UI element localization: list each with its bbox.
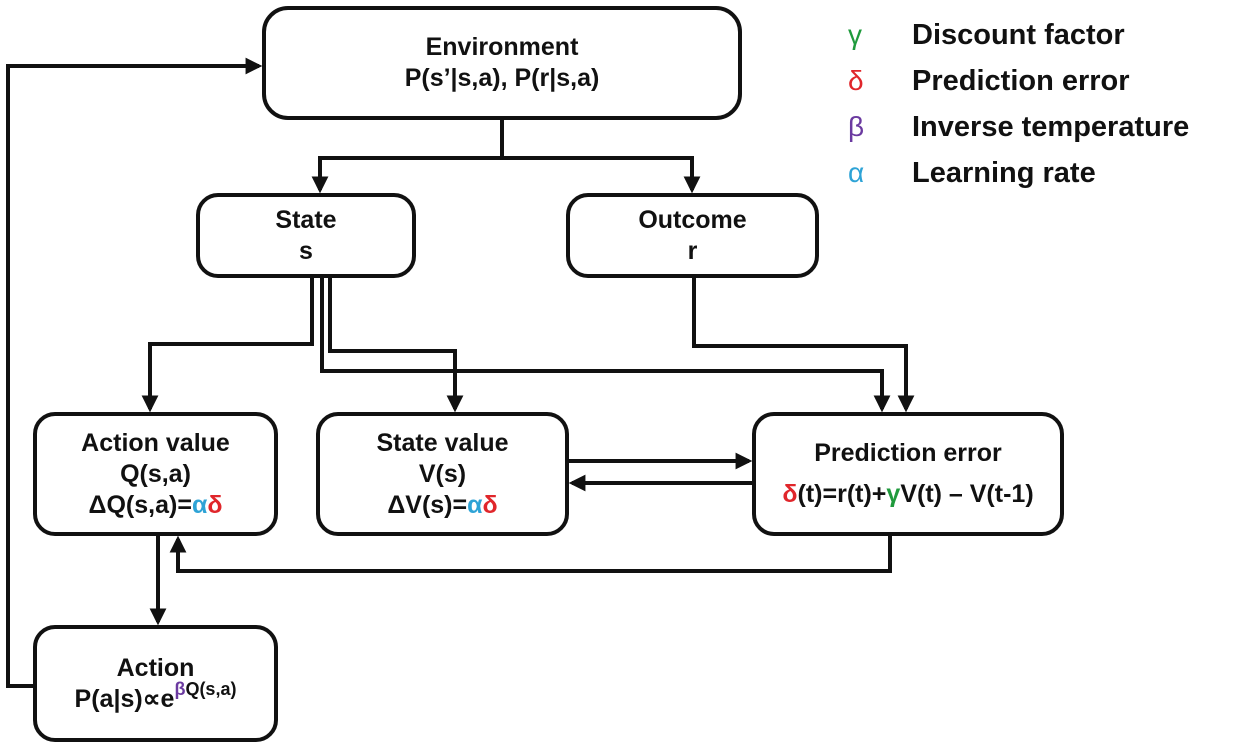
- state-value-title: State value: [376, 428, 509, 457]
- environment-node: Environment P(s’|s,a), P(r|s,a): [262, 6, 742, 120]
- legend-gamma-symbol: γ: [848, 19, 862, 50]
- legend-beta-label: Inverse temperature: [912, 111, 1190, 143]
- legend-alpha-label: Learning rate: [912, 157, 1096, 189]
- state-node: State s: [196, 193, 416, 278]
- prediction-error-eq-part2: V(t) – V(t-1): [900, 480, 1034, 508]
- legend-row-gamma: γ Discount factor: [848, 12, 1189, 58]
- alpha-symbol: α: [467, 490, 483, 519]
- edge-action-to-environment: [6, 57, 263, 688]
- edge-environment-to-outcome: [502, 156, 701, 194]
- edge-state-to-state-value: [328, 278, 464, 413]
- state-value-update-lhs: ΔV(s)=: [387, 490, 468, 519]
- action-policy-equation: P(a|s)∝eβQ(s,a): [74, 680, 237, 715]
- delta-symbol: δ: [782, 480, 798, 508]
- outcome-node: Outcome r: [566, 193, 819, 278]
- beta-symbol: β: [174, 679, 186, 700]
- prediction-error-equation: δ(t)=r(t)+γV(t) – V(t-1): [782, 479, 1033, 510]
- prediction-error-node: Prediction error δ(t)=r(t)+γV(t) – V(t-1…: [752, 412, 1064, 536]
- action-node: Action P(a|s)∝eβQ(s,a): [33, 625, 278, 742]
- environment-title: Environment: [425, 33, 579, 61]
- state-value-update: ΔV(s)=αδ: [387, 490, 497, 521]
- edge-environment-to-state: [311, 120, 504, 194]
- action-eq-exponent: Q(s,a): [185, 679, 237, 700]
- edge-state-to-prediction-error: [320, 278, 891, 413]
- state-title: State: [275, 205, 337, 234]
- delta-symbol: δ: [482, 490, 498, 519]
- action-value-update-lhs: ΔQ(s,a)=: [88, 490, 192, 519]
- legend-row-delta: δ Prediction error: [848, 58, 1189, 104]
- legend-row-alpha: α Learning rate: [848, 150, 1189, 196]
- symbol-legend: γ Discount factor δ Prediction error β I…: [848, 12, 1189, 196]
- edge-outcome-to-prediction-error: [692, 278, 915, 413]
- action-value-title: Action value: [81, 428, 230, 457]
- action-value-update: ΔQ(s,a)=αδ: [89, 490, 223, 521]
- delta-symbol: δ: [207, 490, 223, 519]
- legend-delta-symbol: δ: [848, 65, 864, 96]
- state-symbol: s: [299, 236, 313, 265]
- action-title: Action: [116, 653, 195, 682]
- gamma-symbol: γ: [886, 480, 901, 508]
- action-value-function: Q(s,a): [120, 459, 191, 488]
- state-value-function: V(s): [418, 459, 467, 488]
- edge-prediction-error-to-action-value: [169, 535, 892, 573]
- legend-gamma-label: Discount factor: [912, 19, 1125, 51]
- state-value-node: State value V(s) ΔV(s)=αδ: [316, 412, 569, 536]
- legend-alpha-symbol: α: [848, 157, 865, 188]
- outcome-title: Outcome: [638, 205, 747, 234]
- outcome-symbol: r: [687, 236, 698, 265]
- action-eq-base: P(a|s)∝e: [74, 684, 175, 713]
- legend-delta-label: Prediction error: [912, 65, 1130, 97]
- action-value-node: Action value Q(s,a) ΔQ(s,a)=αδ: [33, 412, 278, 536]
- prediction-error-title: Prediction error: [814, 439, 1002, 467]
- environment-transition-probabilities: P(s’|s,a), P(r|s,a): [404, 64, 600, 92]
- edge-state-to-action-value: [141, 278, 314, 413]
- prediction-error-eq-part1: (t)=r(t)+: [797, 480, 887, 508]
- legend-row-beta: β Inverse temperature: [848, 104, 1189, 150]
- alpha-symbol: α: [191, 490, 208, 519]
- legend-beta-symbol: β: [848, 111, 865, 142]
